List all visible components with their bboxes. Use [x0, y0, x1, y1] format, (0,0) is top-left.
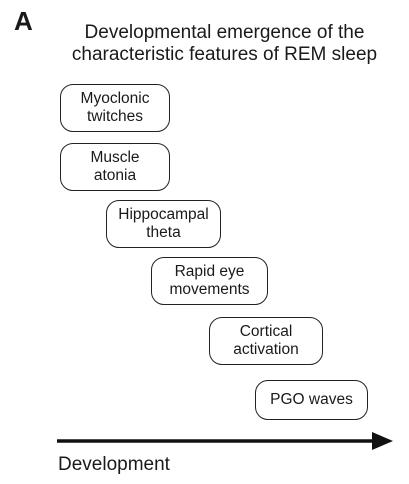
feature-label-line-1: Cortical [239, 323, 293, 340]
feature-cortical-activation: Cortical activation [209, 317, 323, 365]
feature-label-line-2: movements [169, 281, 250, 298]
feature-label-line-2: atonia [93, 167, 137, 184]
feature-label-line-2: theta [146, 224, 181, 241]
feature-label-line-2: twitches [87, 108, 143, 125]
panel-label: A [14, 6, 33, 36]
feature-label-line-1: Hippocampal [118, 206, 209, 223]
feature-hippocampal-theta: Hippocampal theta [106, 200, 221, 248]
feature-pgo-waves: PGO waves [255, 380, 368, 420]
feature-label-line-1: PGO waves [270, 391, 353, 408]
feature-rapid-eye-movements: Rapid eye movements [151, 257, 268, 305]
feature-label-line-1: Rapid eye [174, 263, 245, 280]
arrowhead [372, 432, 393, 450]
feature-label-line-1: Myoclonic [80, 90, 150, 107]
diagram-title: Developmental emergence of the character… [40, 22, 409, 66]
feature-muscle-atonia: Muscle atonia [60, 143, 170, 191]
feature-label-line-2: activation [233, 341, 299, 358]
axis-label: Development [58, 454, 170, 475]
feature-label-line-1: Muscle [90, 149, 140, 166]
title-line-1: Developmental emergence of the [84, 22, 365, 43]
title-line-2: characteristic features of REM sleep [71, 44, 378, 65]
feature-myoclonic-twitches: Myoclonic twitches [60, 84, 170, 132]
